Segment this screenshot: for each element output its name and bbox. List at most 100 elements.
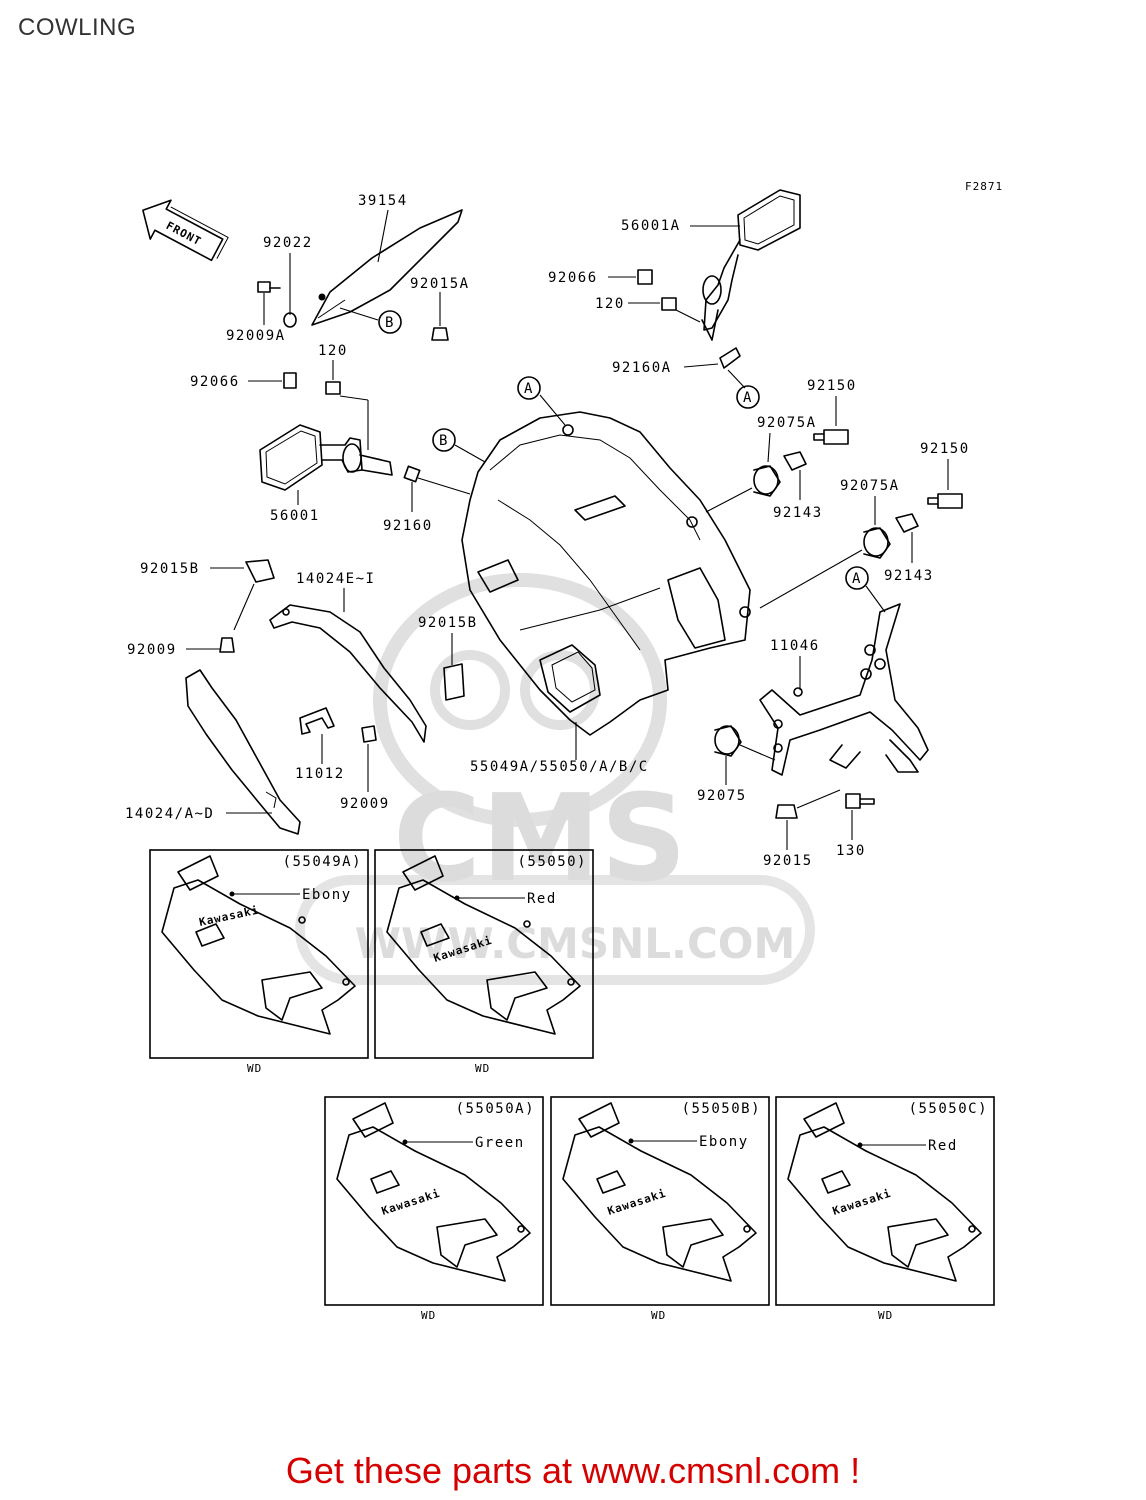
collar-92143-a xyxy=(783,451,807,471)
ref-b-circle xyxy=(378,310,402,334)
bolt-120-left xyxy=(325,381,341,395)
variant-panel-55050B: (55050B) Ebony Kawasaki WD xyxy=(550,1096,770,1322)
callout-92143-b: 92143 xyxy=(884,568,934,584)
variant-logo: Kawasaki xyxy=(831,1187,893,1218)
callout-14024A: 14024/A~D xyxy=(125,806,214,822)
variant-market: WD xyxy=(475,1062,490,1075)
callout-92022: 92022 xyxy=(263,235,313,251)
variant-color: Ebony xyxy=(699,1134,749,1150)
callout-92075A-b: 92075A xyxy=(840,478,900,494)
grommet-92066-right xyxy=(637,269,653,285)
callout-92015A: 92015A xyxy=(410,276,470,292)
bolt-92009A xyxy=(257,281,281,293)
variant-panel-55050A: (55050A) Green Kawasaki WD xyxy=(324,1096,544,1322)
bolt-92150-b xyxy=(927,493,963,509)
front-arrow-icon: FRONT xyxy=(142,199,229,262)
callout-56001A: 56001A xyxy=(621,218,681,234)
variant-code: (55049A) xyxy=(283,854,362,870)
callout-92015B-a: 92015B xyxy=(140,561,200,577)
variant-logo: Kawasaki xyxy=(380,1187,442,1218)
lower-trim-14024E xyxy=(269,604,427,743)
ref-a-label-cowl: A xyxy=(524,381,534,397)
bolt-92009-b xyxy=(361,725,377,743)
ref-a-circle-cowl xyxy=(517,376,541,400)
callout-92015B-b: 92015B xyxy=(418,615,478,631)
callout-130: 130 xyxy=(836,843,866,859)
page-title: COWLING xyxy=(18,14,137,41)
collar-92143-b xyxy=(895,513,919,533)
figure-code: F2871 xyxy=(965,180,1003,193)
damper-92075 xyxy=(714,725,742,757)
callout-92160: 92160 xyxy=(383,518,433,534)
variant-market: WD xyxy=(878,1309,893,1322)
damper-92075A-a xyxy=(753,465,781,497)
callout-92066-left: 92066 xyxy=(190,374,240,390)
callout-92009-a: 92009 xyxy=(127,642,177,658)
variant-code: (55050C) xyxy=(909,1101,988,1117)
variant-color: Green xyxy=(475,1135,525,1151)
washer-92022 xyxy=(283,312,297,328)
watermark-site: WWW.CMSNL.COM xyxy=(355,919,796,968)
callout-120-right: 120 xyxy=(595,296,625,312)
callout-92009A: 92009A xyxy=(226,328,286,344)
variant-color: Red xyxy=(928,1138,958,1154)
variant-logo: Kawasaki xyxy=(198,904,260,929)
watermark-brand: CMS xyxy=(393,770,687,909)
front-label: FRONT xyxy=(164,219,204,248)
callout-92009-b: 92009 xyxy=(340,796,390,812)
callout-92160A: 92160A xyxy=(612,360,672,376)
nut-92015B-b xyxy=(443,663,465,701)
damper-92075A-b xyxy=(863,527,891,559)
ref-b-circle-cowl xyxy=(432,428,456,452)
variant-color: Ebony xyxy=(302,887,352,903)
variant-code: (55050A) xyxy=(456,1101,535,1117)
variant-code: (55050) xyxy=(517,854,587,870)
nut-92015 xyxy=(775,804,798,819)
ref-a-label-right: A xyxy=(743,390,753,406)
callout-11046: 11046 xyxy=(770,638,820,654)
callout-92143-a: 92143 xyxy=(773,505,823,521)
ref-b-label-cowl: B xyxy=(439,433,449,449)
variant-market: WD xyxy=(247,1062,262,1075)
callout-92015: 92015 xyxy=(763,853,813,869)
callout-39154: 39154 xyxy=(358,193,408,209)
ref-b-label: B xyxy=(385,315,395,331)
variant-logo: Kawasaki xyxy=(606,1187,668,1218)
callout-92075A-a: 92075A xyxy=(757,415,817,431)
callout-92150-a: 92150 xyxy=(807,378,857,394)
nut-92015B-a xyxy=(245,559,275,583)
plate-92160 xyxy=(403,465,421,483)
callout-92150-b: 92150 xyxy=(920,441,970,457)
bolt-130 xyxy=(845,793,875,809)
variant-market: WD xyxy=(651,1309,666,1322)
part-39154 xyxy=(311,209,463,326)
clip-11012 xyxy=(299,707,335,735)
lower-cover-14024A xyxy=(185,669,301,835)
bolt-120-right xyxy=(661,297,677,311)
callout-92075: 92075 xyxy=(697,788,747,804)
stay-bracket-11046 xyxy=(759,603,929,776)
grommet-92066-left xyxy=(283,372,297,389)
ref-a-circle-right xyxy=(736,385,760,409)
variant-color: Red xyxy=(527,891,557,907)
ref-a-label-stay: A xyxy=(852,571,862,587)
mirror-56001 xyxy=(259,424,393,491)
callout-92066-right: 92066 xyxy=(548,270,598,286)
variant-panel-55050C: (55050C) Red Kawasaki WD xyxy=(775,1096,995,1322)
variant-code: (55050B) xyxy=(682,1101,761,1117)
callout-11012: 11012 xyxy=(295,766,345,782)
bolt-92150-a xyxy=(813,429,849,445)
bolt-92009-a xyxy=(219,637,235,653)
cms-watermark: CMS WWW.CMSNL.COM xyxy=(295,573,815,985)
ref-a-circle-stay xyxy=(845,566,869,590)
variant-market: WD xyxy=(421,1309,436,1322)
callout-14024E: 14024E~I xyxy=(296,571,375,587)
callout-120-left: 120 xyxy=(318,343,348,359)
cmsnl-ad-link[interactable]: Get these parts at www.cmsnl.com ! xyxy=(285,1450,861,1491)
plate-92160A xyxy=(719,347,741,369)
callout-56001: 56001 xyxy=(270,508,320,524)
nut-92015A xyxy=(431,327,449,341)
callout-55049A-55050: 55049A/55050/A/B/C xyxy=(470,759,649,775)
mirror-56001A xyxy=(701,189,801,341)
